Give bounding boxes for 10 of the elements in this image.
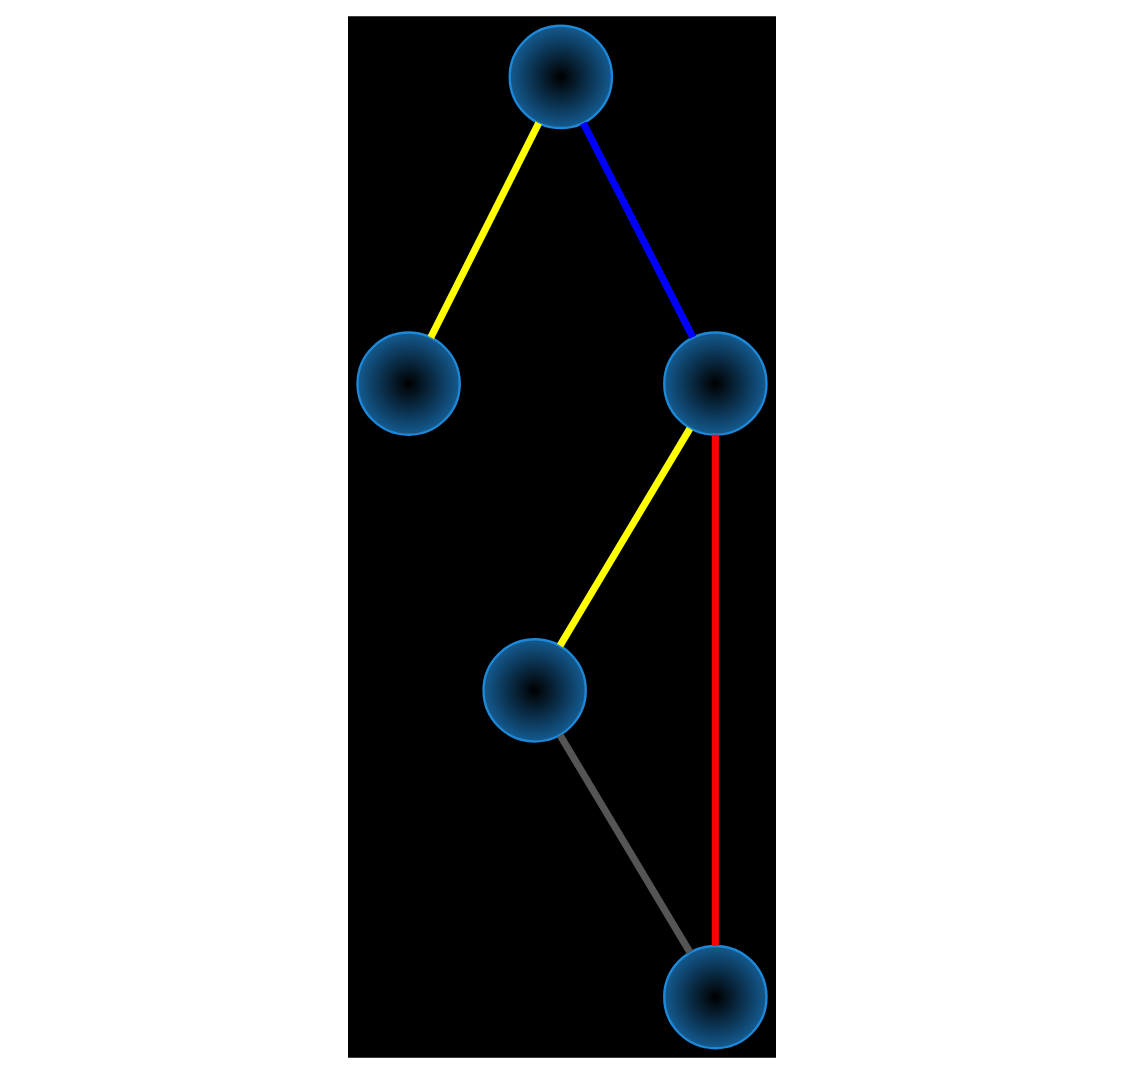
connector [555,426,692,648]
node-circle [481,638,586,743]
connector [579,121,696,339]
node-circle [355,331,460,436]
connector [426,121,541,339]
connector [556,733,693,955]
node-circle [507,24,613,130]
node-circle [662,944,767,1050]
node-circle [662,331,767,436]
connector [710,434,718,946]
